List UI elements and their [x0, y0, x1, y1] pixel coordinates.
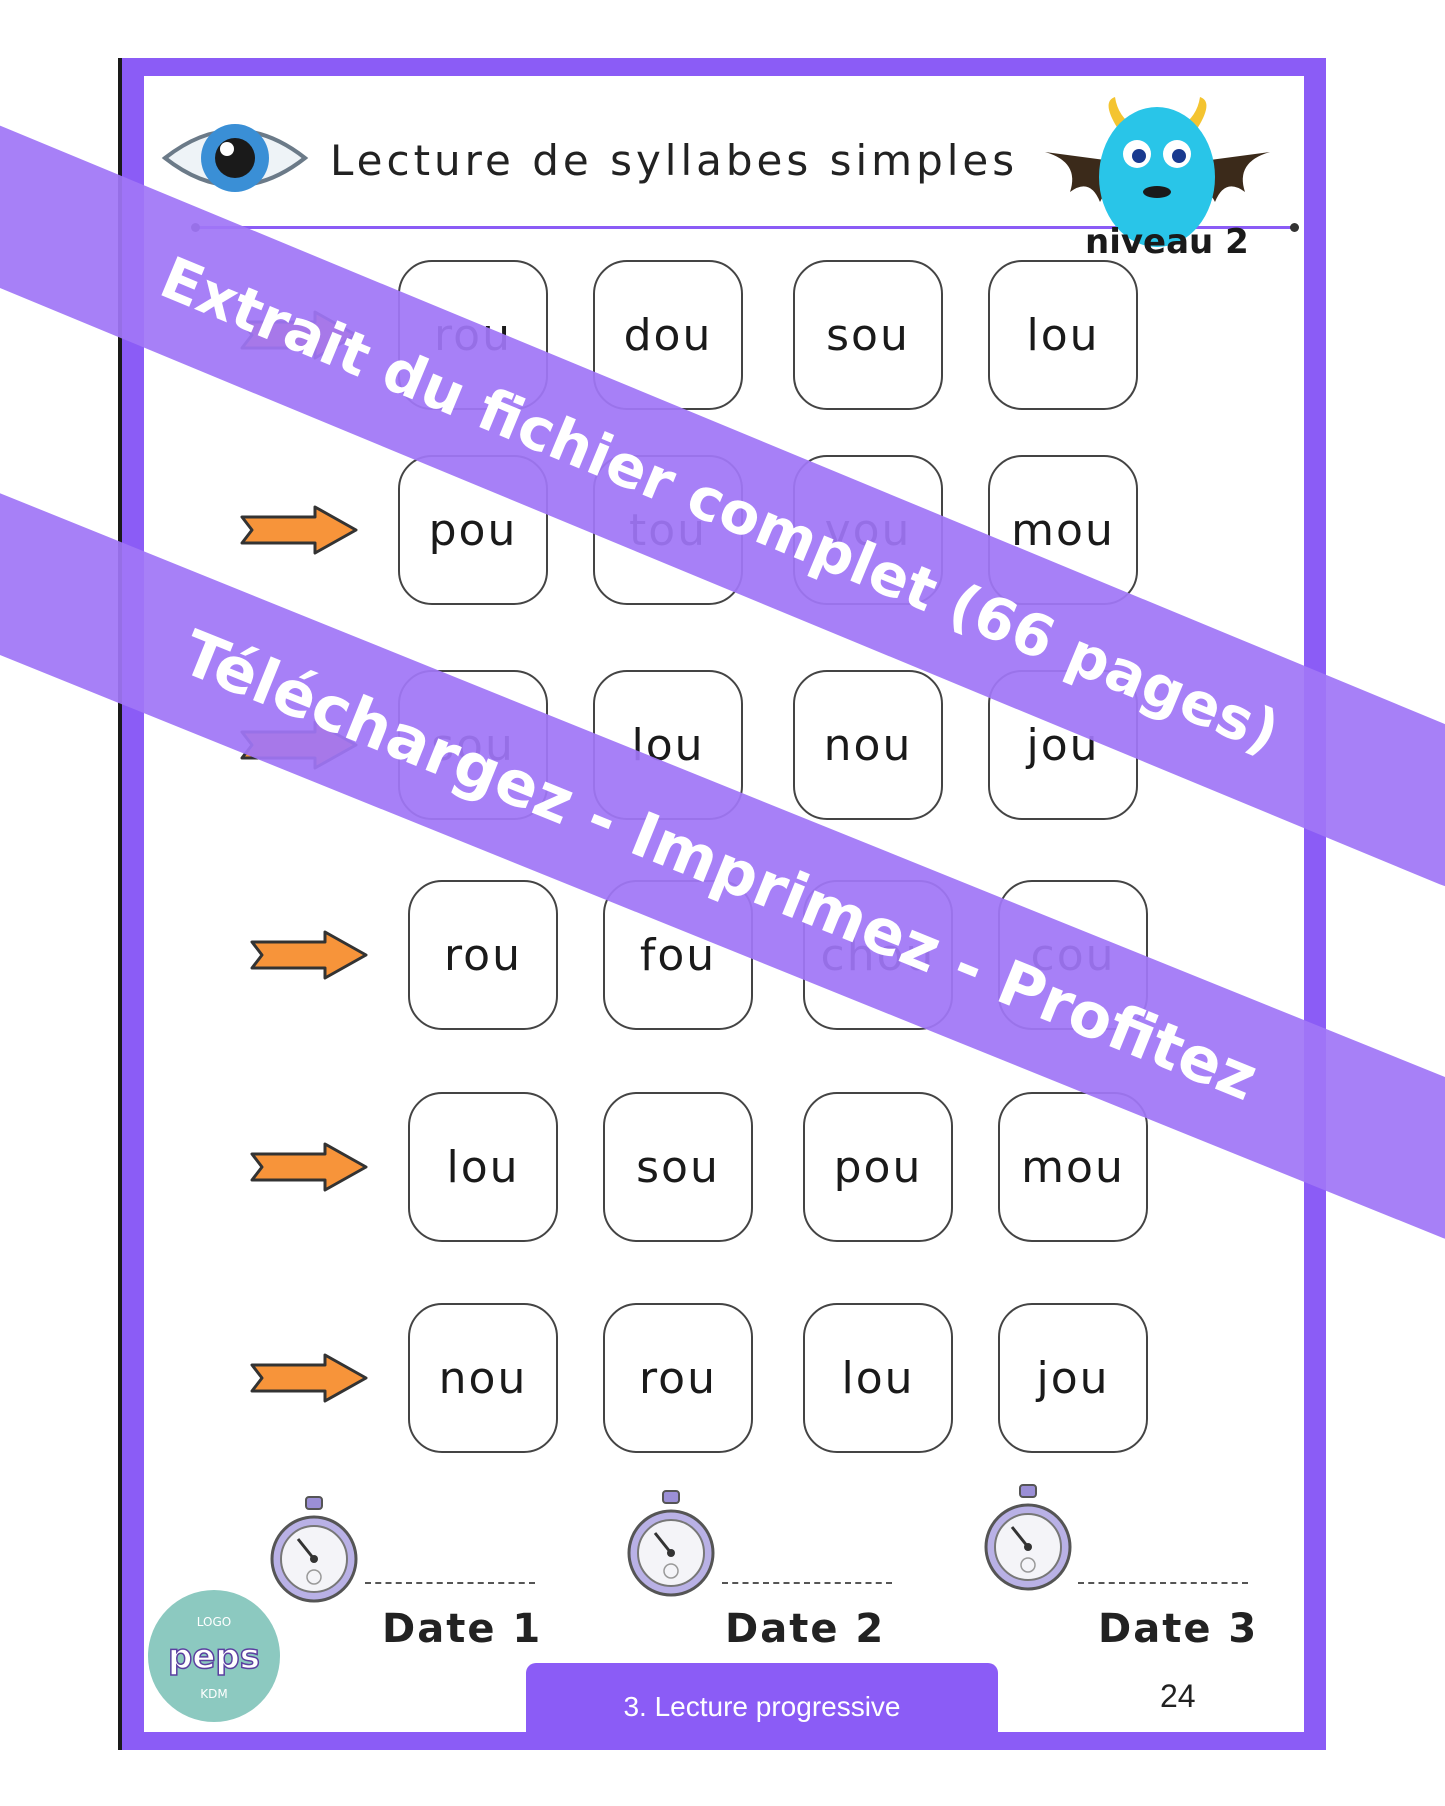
date-line — [365, 1582, 535, 1584]
arrow-right-icon — [240, 505, 358, 555]
syllable-box: nou — [408, 1303, 558, 1453]
syllable-box: lou — [988, 260, 1138, 410]
syllable-box: mou — [998, 1092, 1148, 1242]
stopwatch-icon — [984, 1484, 1072, 1591]
syllable-box: pou — [803, 1092, 953, 1242]
svg-text:LOGO: LOGO — [197, 1615, 231, 1629]
date-label: Date 3 — [1098, 1606, 1259, 1652]
date-label: Date 2 — [725, 1606, 886, 1652]
arrow-right-icon — [250, 1353, 368, 1403]
syllable-box: sou — [793, 260, 943, 410]
syllable-box: rou — [603, 1303, 753, 1453]
svg-text:peps: peps — [168, 1637, 260, 1677]
syllable-box: jou — [998, 1303, 1148, 1453]
stopwatch-icon — [270, 1496, 358, 1603]
stopwatch-icon — [627, 1490, 715, 1597]
peps-logo: peps LOGO KDM — [148, 1590, 280, 1722]
eye-icon — [161, 124, 309, 192]
date-line — [722, 1582, 892, 1584]
monster-icon — [1045, 97, 1270, 247]
level-label: niveau 2 — [1085, 222, 1249, 262]
syllable-box: rou — [408, 880, 558, 1030]
svg-text:KDM: KDM — [200, 1687, 227, 1701]
arrow-right-icon — [250, 1142, 368, 1192]
arrow-right-icon — [250, 930, 368, 980]
syllable-box: lou — [803, 1303, 953, 1453]
syllable-box: sou — [603, 1092, 753, 1242]
page-number: 24 — [1160, 1678, 1196, 1714]
page-title: Lecture de syllabes simples — [330, 136, 1019, 185]
syllable-box: nou — [793, 670, 943, 820]
section-tab: 3. Lecture progressive — [526, 1663, 998, 1750]
date-line — [1078, 1582, 1248, 1584]
date-label: Date 1 — [382, 1606, 543, 1652]
syllable-box: lou — [408, 1092, 558, 1242]
